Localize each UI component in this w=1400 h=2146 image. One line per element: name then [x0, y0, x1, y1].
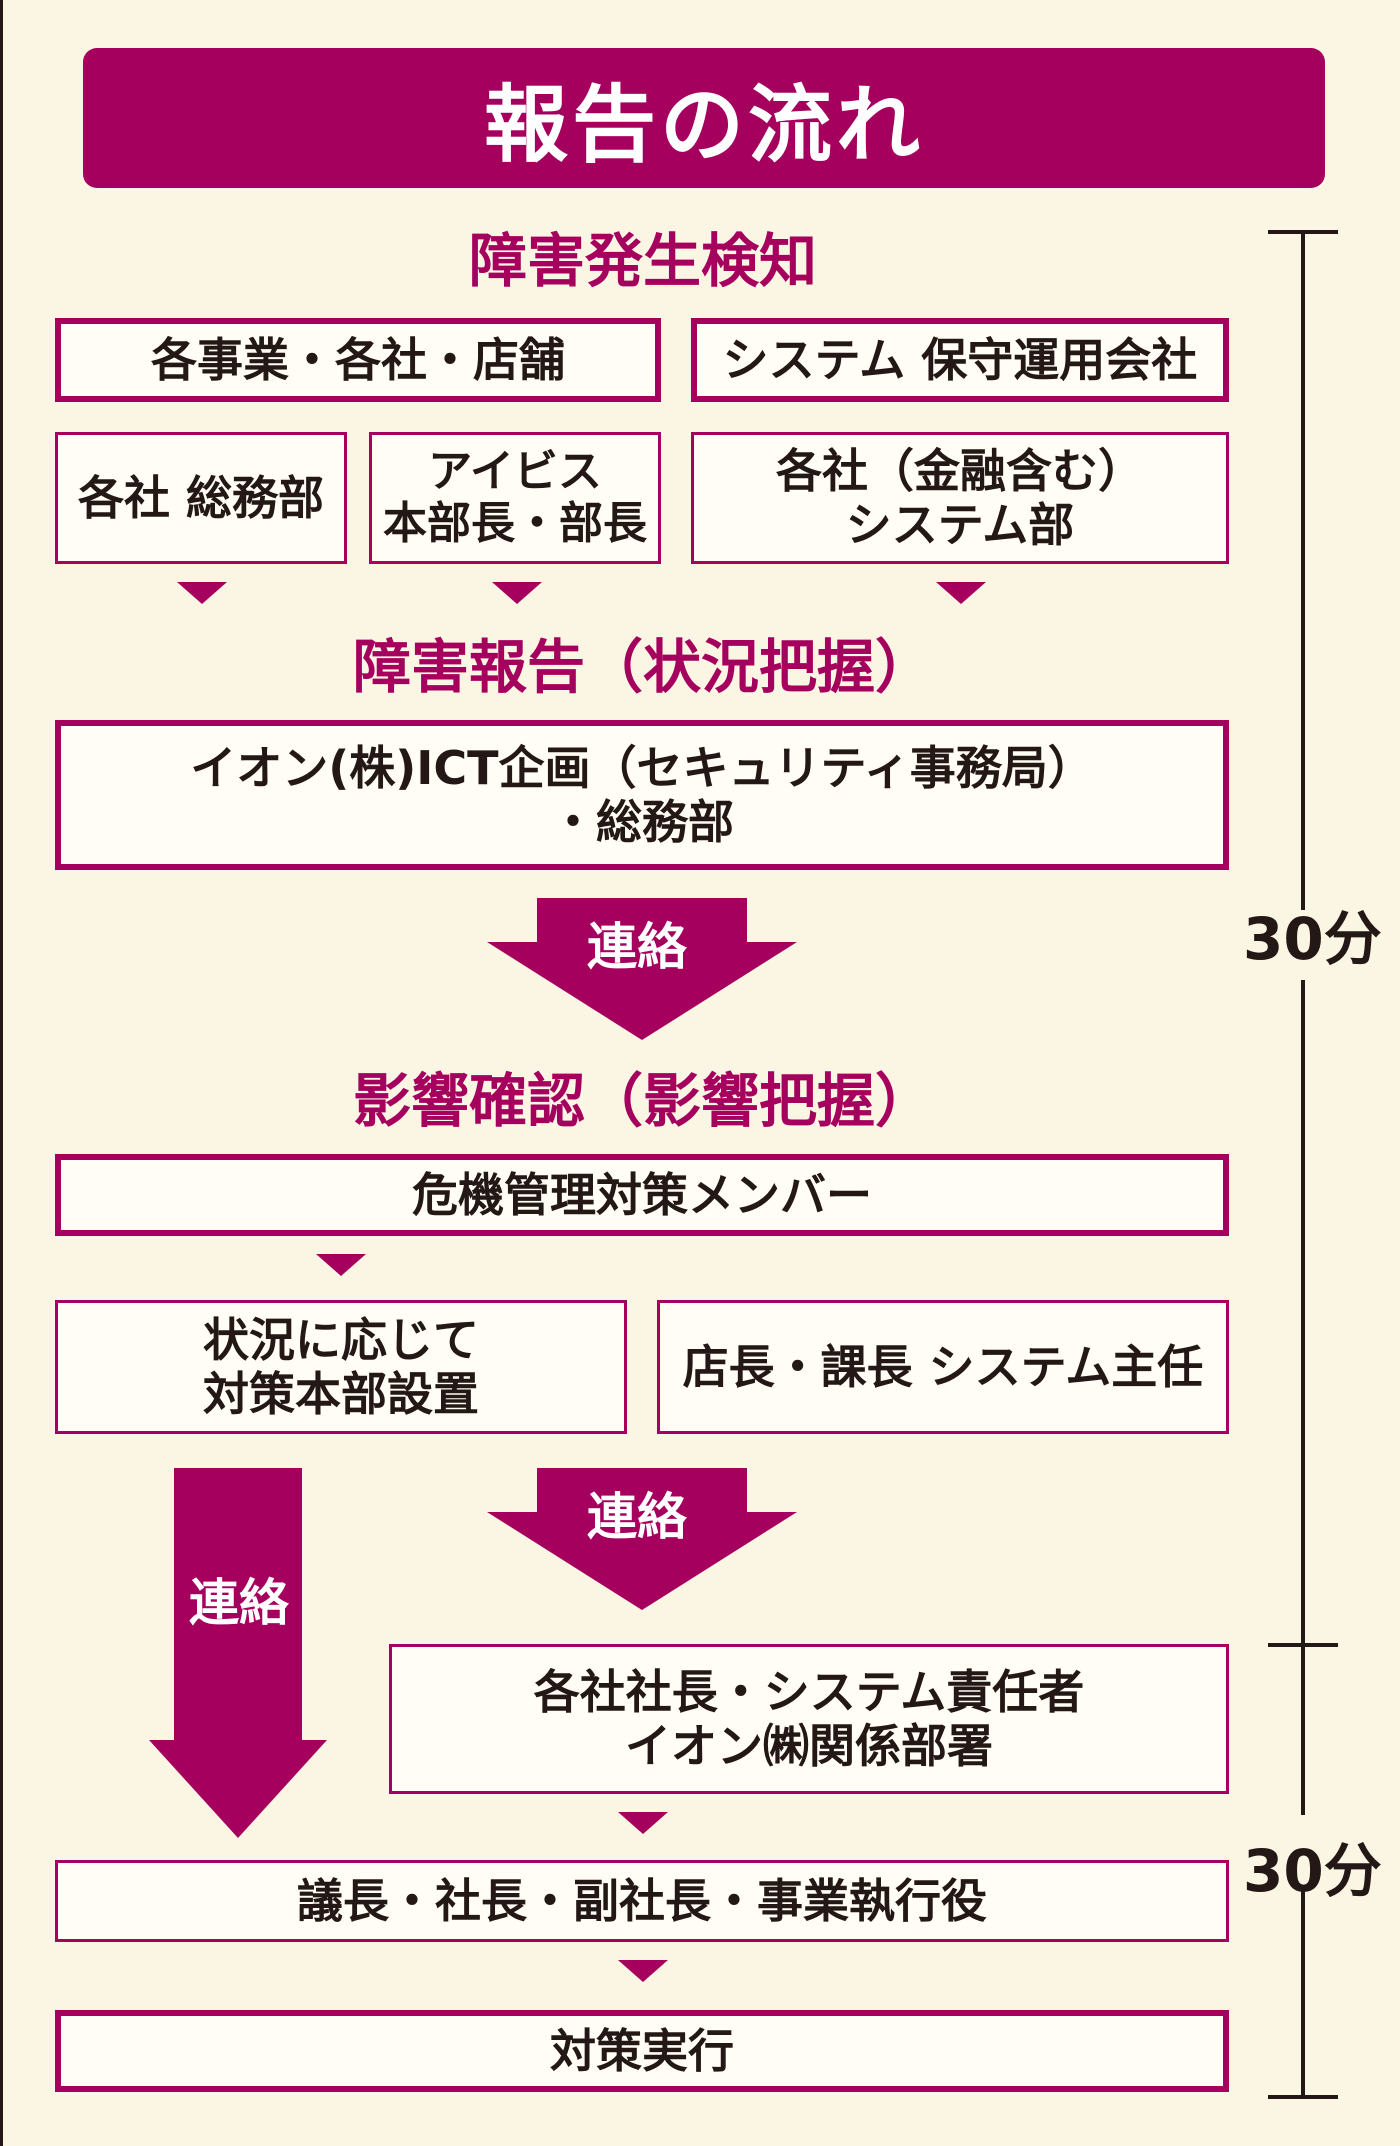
heading-detection: 障害発生検知: [468, 227, 817, 295]
box-business-stores: 各事業・各社・店舗: [55, 318, 661, 402]
box-maintenance-vendor: システム 保守運用会社: [691, 318, 1229, 402]
box-company-presidents-line-2: イオン㈱関係部署: [625, 1719, 993, 1773]
box-ict-line-2: ・総務部: [550, 795, 734, 849]
arrow-contact-left: [149, 1468, 327, 1838]
arrow-down-small-5: [618, 1812, 668, 1834]
box-aibis-line-1: アイビス: [428, 446, 602, 498]
arrow-contact-1-label: 連絡: [587, 918, 687, 976]
arrow-contact-1: [487, 898, 797, 1040]
box-maintenance-vendor-text: システム 保守運用会社: [722, 332, 1198, 387]
box-aibis-line-2: 本部長・部長: [383, 498, 647, 549]
box-countermeasures-text: 対策実行: [550, 2023, 734, 2078]
box-general-affairs: 各社 総務部: [55, 432, 347, 564]
diagram-title: 報告の流れ: [483, 75, 924, 174]
box-crisis-members-text: 危機管理対策メンバー: [412, 1167, 872, 1222]
box-aibis-managers: アイビス 本部長・部長: [369, 432, 661, 564]
box-system-departments-line-1: 各社（金融含む）: [776, 443, 1144, 498]
arrow-down-small-2: [492, 582, 542, 604]
title-banner: 報告の流れ: [83, 48, 1325, 188]
heading-report: 障害報告（状況把握）: [352, 633, 933, 701]
timeline-bracket: [1268, 230, 1338, 2099]
heading-impact: 影響確認（影響把握）: [352, 1067, 933, 1135]
box-store-managers-text: 店長・課長 システム主任: [682, 1339, 1204, 1394]
box-crisis-members: 危機管理対策メンバー: [55, 1154, 1229, 1236]
box-company-presidents: 各社社長・システム責任者 イオン㈱関係部署: [389, 1644, 1229, 1794]
arrow-down-small-4: [316, 1254, 366, 1276]
arrow-contact-2: [487, 1468, 797, 1610]
box-general-affairs-text: 各社 総務部: [77, 470, 324, 525]
arrow-contact-2-label: 連絡: [587, 1488, 687, 1546]
box-store-managers: 店長・課長 システム主任: [657, 1300, 1229, 1434]
box-countermeasures: 対策実行: [55, 2010, 1229, 2092]
arrow-contact-left-label: 連絡: [189, 1574, 289, 1632]
box-task-force-line-1: 状況に応じて: [203, 1312, 479, 1367]
arrow-down-small-1: [177, 582, 227, 604]
arrow-down-small-6: [618, 1960, 668, 1982]
box-executives: 議長・社長・副社長・事業執行役: [55, 1860, 1229, 1942]
box-system-departments-line-2: システム部: [845, 498, 1075, 552]
timeline-label-first: 30分: [1243, 905, 1382, 973]
box-system-departments: 各社（金融含む） システム部: [691, 432, 1229, 564]
box-ict-line-1: イオン(株)ICT企画（セキュリティ事務局）: [190, 740, 1094, 795]
box-company-presidents-line-1: 各社社長・システム責任者: [533, 1664, 1085, 1719]
box-executives-text: 議長・社長・副社長・事業執行役: [297, 1873, 987, 1928]
arrow-down-small-3: [936, 582, 986, 604]
box-ict-planning: イオン(株)ICT企画（セキュリティ事務局） ・総務部: [55, 720, 1229, 870]
box-task-force-line-2: 対策本部設置: [203, 1367, 479, 1421]
box-business-stores-text: 各事業・各社・店舗: [151, 332, 565, 387]
timeline-label-second: 30分: [1243, 1837, 1382, 1905]
box-task-force: 状況に応じて 対策本部設置: [55, 1300, 627, 1434]
